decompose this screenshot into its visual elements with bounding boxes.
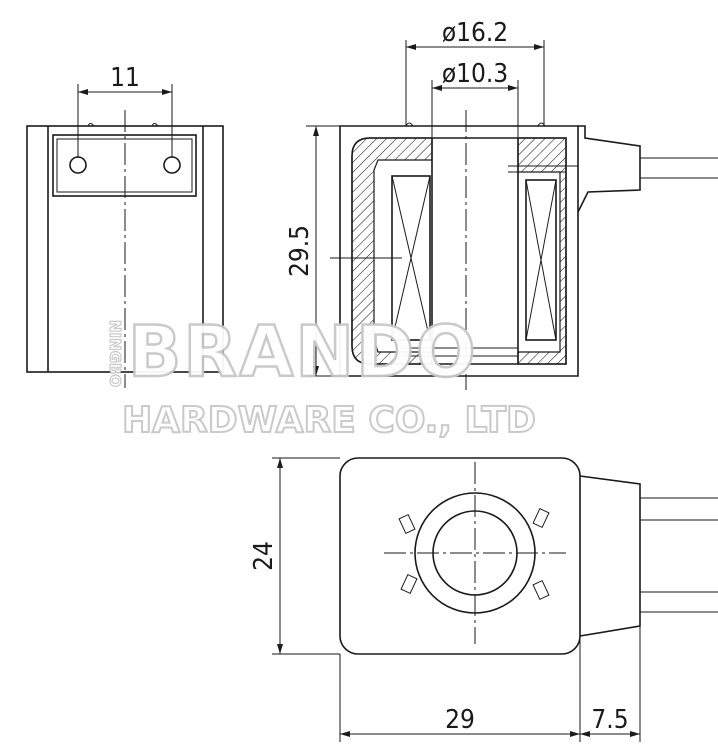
- dim-inner-diameter: ø10.3: [442, 59, 508, 89]
- watermark: BRANDO HARDWARE CO., LTD NINGBO: [105, 310, 537, 442]
- watermark-brand: BRANDO: [128, 311, 478, 393]
- dim-outer-diameter: ø16.2: [442, 18, 508, 48]
- dim-width: 24: [249, 541, 279, 571]
- top-view: 24 29 7.5: [249, 457, 718, 742]
- dim-length: 29: [445, 705, 475, 735]
- watermark-city: NINGBO: [106, 320, 124, 387]
- watermark-company: HARDWARE CO., LTD: [122, 400, 536, 441]
- dim-height: 29.5: [285, 225, 315, 277]
- dim-pin-spacing: 11: [110, 63, 140, 93]
- side-view: 11: [26, 63, 224, 388]
- section-view: 29.5 ø16.2 ø10.3: [285, 18, 718, 390]
- pin-hole-right: [163, 156, 181, 174]
- coil-winding-right: [525, 179, 557, 341]
- top-view-body: [339, 457, 581, 655]
- pin-hole-left: [69, 156, 87, 174]
- dim-connector-length: 7.5: [591, 705, 628, 735]
